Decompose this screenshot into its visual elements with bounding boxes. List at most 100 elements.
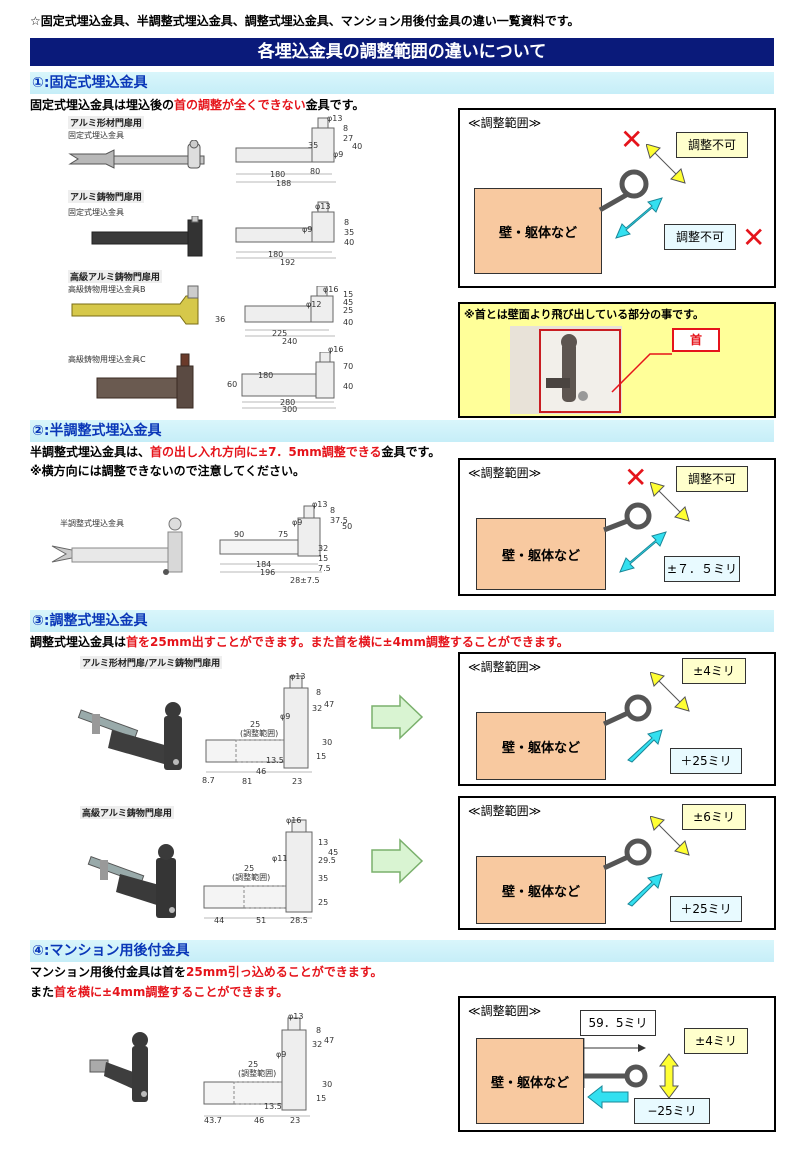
label-distance: 59．5ミリ	[580, 1010, 656, 1036]
neck-explanation-box: ※首とは壁面より飛び出している部分の事です。 首	[458, 302, 776, 418]
label-neck-lateral: ±6ミリ	[682, 804, 746, 830]
dim-label: 8	[316, 688, 322, 697]
panel-title: ≪調整範囲≫	[468, 1004, 542, 1018]
product-photo-luxury-b	[71, 285, 199, 325]
dim-label: φ16	[328, 345, 344, 354]
section-2-note: ※横方向には調整できないので注意してください。	[30, 464, 305, 478]
neck-explanation-title: ※首とは壁面より飛び出している部分の事です。	[464, 308, 705, 321]
dim-label: 36	[215, 315, 226, 324]
dim-label: 75	[278, 530, 289, 539]
dim-label: 25	[343, 306, 354, 315]
wall-block: 壁・躯体など	[474, 188, 602, 274]
wall-block: 壁・躯体など	[476, 856, 606, 924]
next-arrow-icon	[371, 838, 424, 884]
dim-label: 45	[328, 848, 339, 857]
x-mark-icon: ✕	[624, 461, 648, 494]
dim-label: φ11	[272, 854, 288, 863]
next-arrow-icon	[371, 694, 424, 740]
section-2-desc: 半調整式埋込金具は、首の出し入れ方向に±7．5mm調整できる金具です。	[30, 445, 441, 459]
neck-hinge-icon	[598, 169, 649, 213]
up-down-arrow-icon	[659, 1053, 679, 1099]
dim-label: φ13	[315, 202, 331, 211]
dim-label: 40	[343, 318, 354, 327]
adjust-range-panel: ≪調整範囲≫ 壁・躯体など ±6ミリ ＋25ミリ	[458, 796, 776, 930]
adjust-range-panel: ≪調整範囲≫ 壁・躯体など ±4ミリ ＋25ミリ	[458, 652, 776, 786]
section-1-heading: ①:固定式埋込金具	[30, 72, 774, 94]
dim-label: 40	[352, 142, 363, 151]
product-name: 固定式埋込金具	[68, 208, 124, 217]
dim-label: 90	[234, 530, 245, 539]
panel-title: ≪調整範囲≫	[468, 466, 542, 480]
dim-label: 196	[260, 568, 276, 577]
label-neck-lateral: 調整不可	[676, 132, 748, 158]
dim-label: φ13	[290, 672, 306, 681]
dim-label: (調整範囲)	[240, 729, 279, 738]
product-photo-adjust-luxury	[87, 844, 176, 918]
dim-label: 50	[342, 522, 353, 531]
neck-label: 首	[672, 328, 720, 352]
product-name: 高級鋳物用埋込金具C	[68, 355, 146, 364]
dim-label: 300	[282, 405, 298, 414]
dim-label: 35	[318, 874, 329, 883]
product-drawing	[203, 1017, 310, 1117]
section-4-heading: ④:マンション用後付金具	[30, 940, 774, 962]
dim-label: 180	[258, 371, 274, 380]
dim-label: 51	[256, 916, 267, 925]
dim-label: 240	[282, 337, 298, 346]
dim-label: 40	[344, 238, 355, 247]
dim-label: 184	[256, 560, 272, 569]
dim-label: 8	[344, 218, 350, 227]
product-drawing	[244, 286, 335, 337]
dim-label: 15	[316, 1094, 327, 1103]
dim-label: 15	[316, 752, 327, 761]
product-category-label: アルミ形材門扉用	[68, 116, 144, 129]
adjust-range-panel: ≪調整範囲≫ 壁・躯体など 調整不可 調整不可 ✕ ✕	[458, 108, 776, 288]
adjust-range-panel: ≪調整範囲≫ 壁・躯体など 調整不可 ±７．５ミリ ✕	[458, 458, 776, 596]
dim-label: 32	[318, 544, 329, 553]
push-out-arrow-icon	[627, 873, 663, 907]
push-out-arrow-icon	[627, 729, 663, 763]
dim-label: φ9	[302, 225, 313, 234]
dim-label: 47	[324, 1036, 335, 1045]
dim-label: φ9	[292, 518, 303, 527]
dim-label: 46	[254, 1116, 265, 1125]
product-photo-fixed-frame	[68, 140, 205, 169]
section-4-desc: マンション用後付金具は首を25mm引っ込めることができます。	[30, 965, 383, 979]
label-neck-depth: 調整不可	[664, 224, 736, 250]
dim-label: φ13	[312, 500, 328, 509]
product-name: 高級鋳物用埋込金具B	[68, 285, 146, 294]
x-mark-icon: ✕	[742, 221, 766, 254]
dim-label: φ13	[327, 114, 343, 123]
product-photo-semi-adjust	[51, 517, 183, 575]
panel-title: ≪調整範囲≫	[468, 660, 542, 674]
dim-label: 28±7.5	[290, 576, 320, 585]
wall-block: 壁・躯体など	[476, 518, 606, 590]
in-out-arrow-icon	[615, 197, 663, 239]
neck-hinge-icon	[602, 838, 652, 871]
dim-label: 70	[343, 362, 354, 371]
dim-label: 13	[318, 838, 329, 847]
dim-label: 13.5	[264, 1102, 282, 1111]
dim-label: φ13	[288, 1012, 304, 1021]
product-drawing	[203, 819, 313, 919]
dim-label: 32	[312, 704, 323, 713]
dim-label: 30	[322, 738, 333, 747]
x-mark-icon: ✕	[620, 123, 644, 156]
dim-label: 27	[343, 134, 354, 143]
dim-label: 46	[256, 767, 267, 776]
dim-label: 8	[330, 506, 336, 515]
neck-hinge-icon	[602, 694, 652, 727]
dim-label: 25	[250, 720, 261, 729]
dim-label: (調整範囲)	[238, 1069, 277, 1078]
dim-label: 180	[270, 170, 286, 179]
dim-label: 25	[248, 1060, 259, 1069]
dim-label: 28.5	[290, 916, 308, 925]
section-1-desc: 固定式埋込金具は埋込後の首の調整が全くできない金具です。	[30, 98, 365, 112]
dim-label: 80	[310, 167, 321, 176]
label-neck-lateral: ±4ミリ	[684, 1028, 748, 1054]
dim-label: φ9	[280, 712, 291, 721]
dim-label: 188	[276, 179, 292, 188]
top-note: ☆固定式埋込金具、半調整式埋込金具、調整式埋込金具、マンション用後付金具の違い一…	[30, 14, 580, 28]
product-photo-mansion	[89, 1032, 148, 1102]
panel-title: ≪調整範囲≫	[468, 116, 542, 130]
